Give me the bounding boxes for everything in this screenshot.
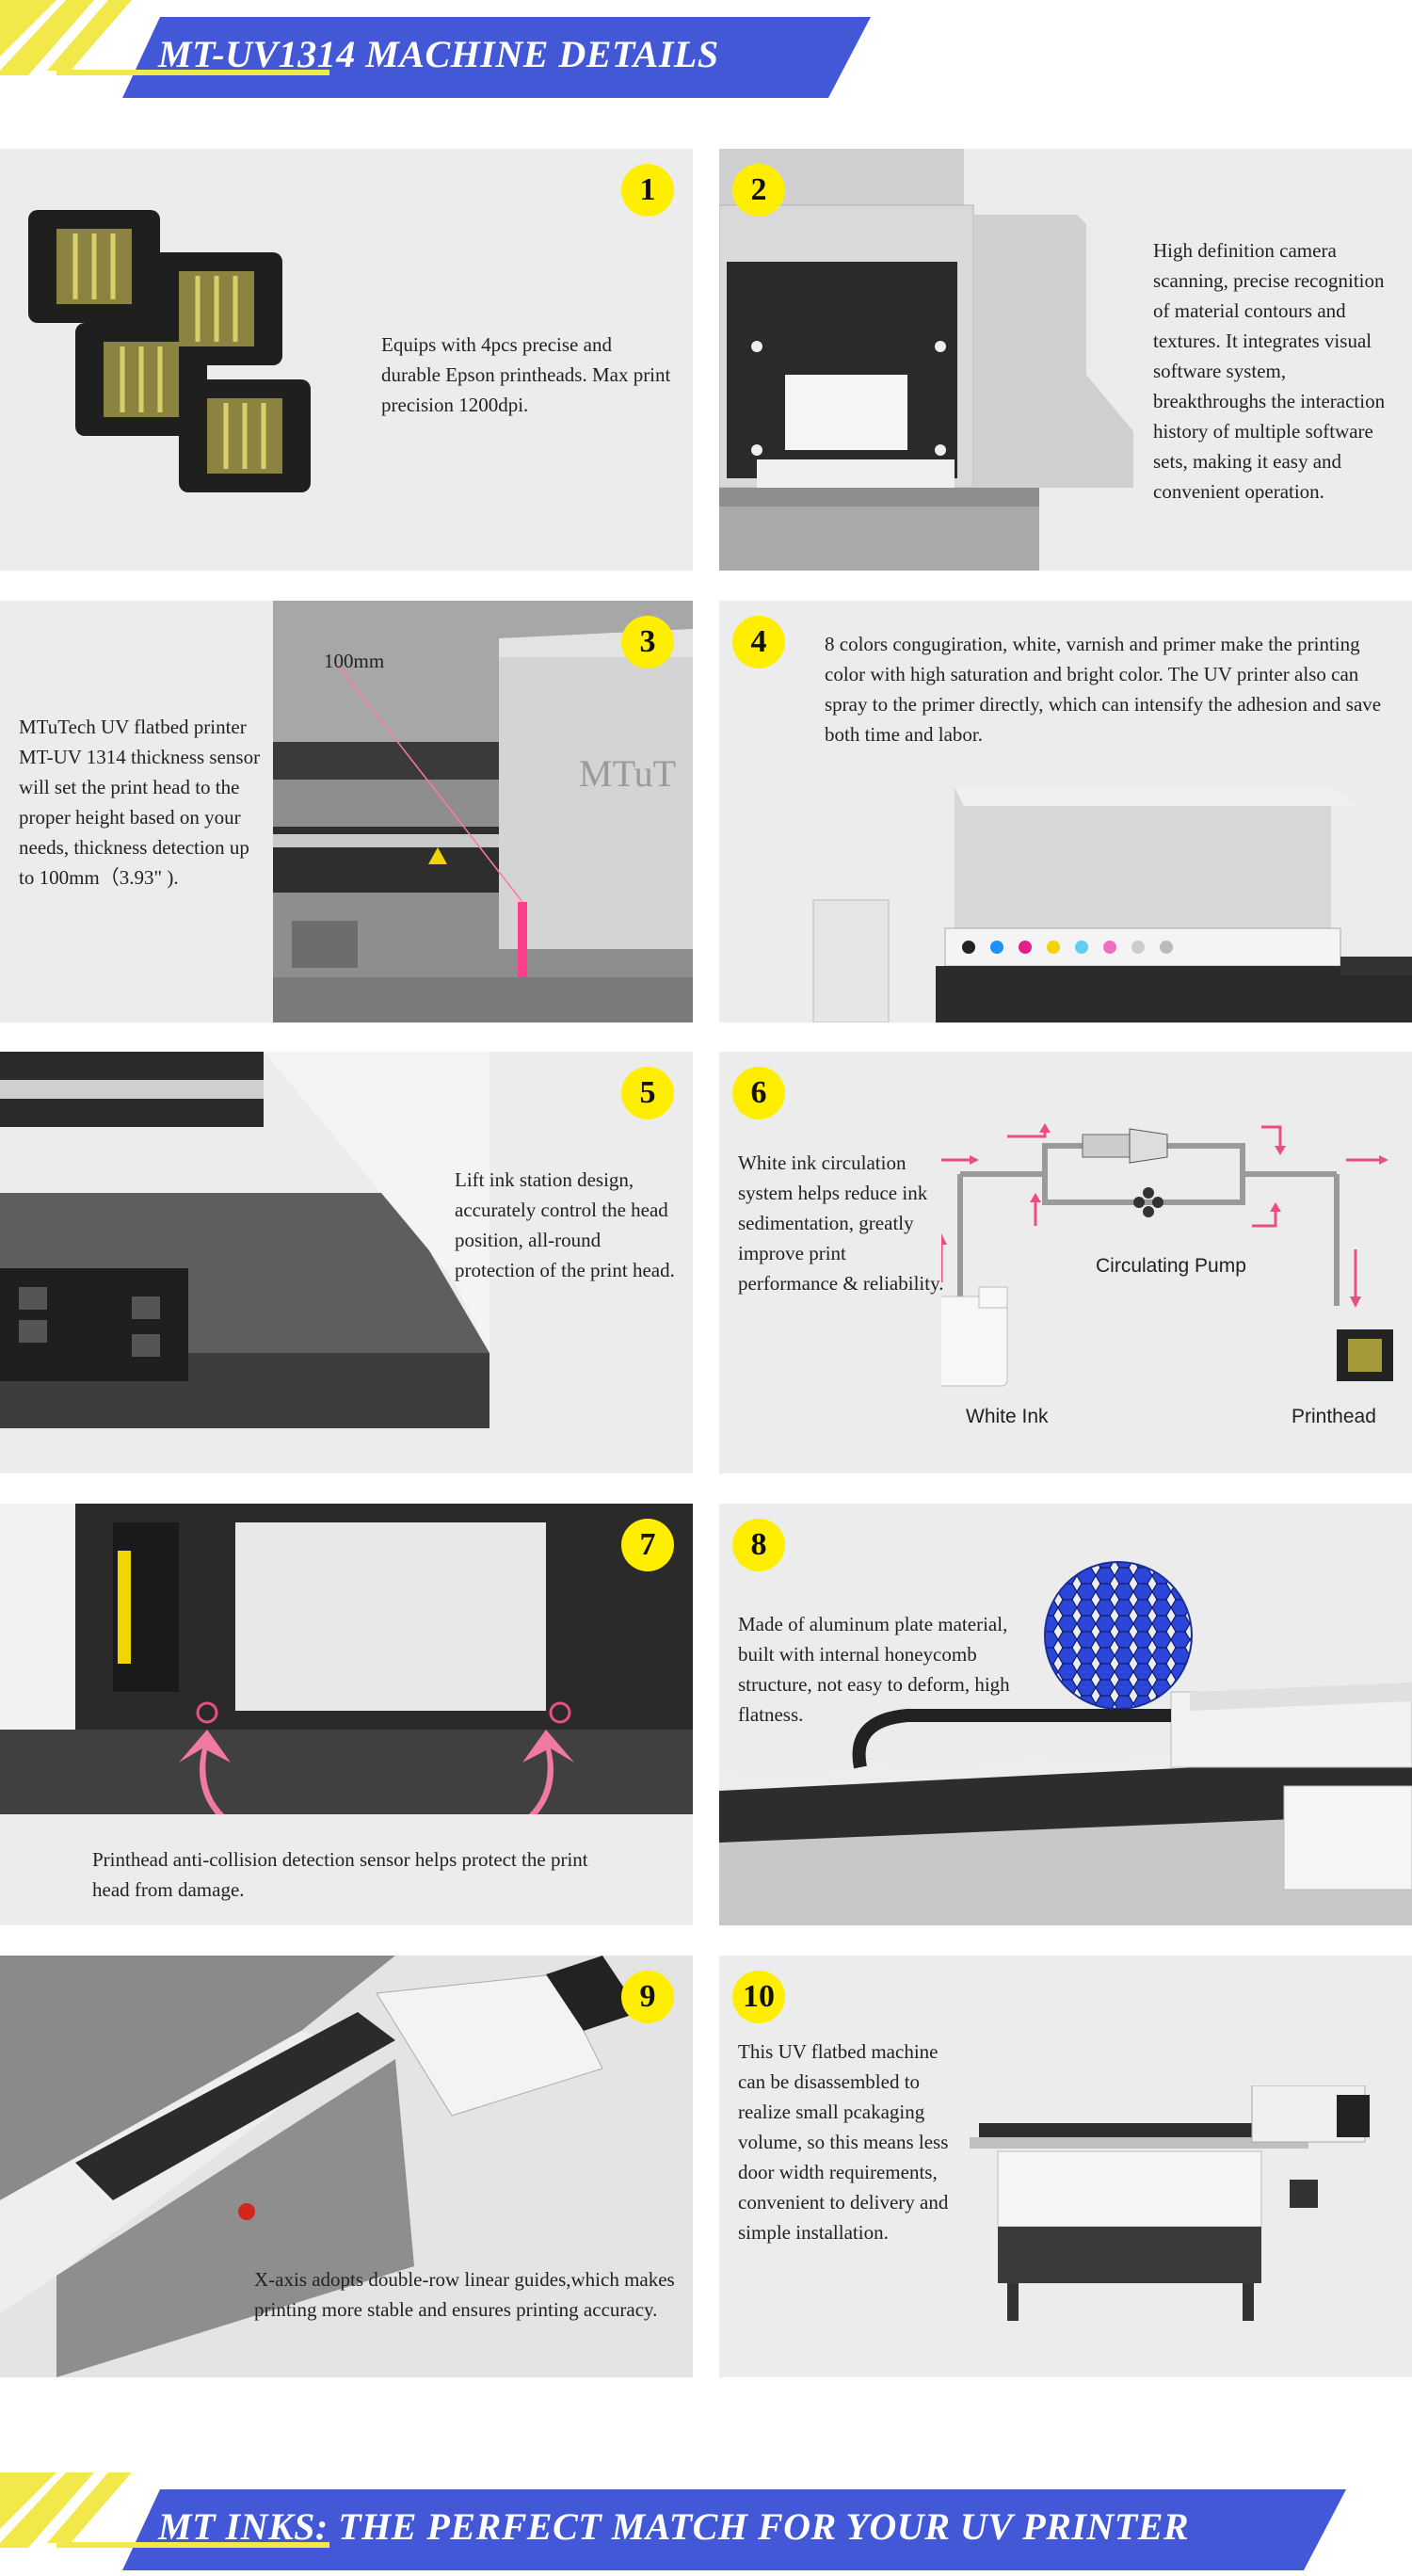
footer-title: MT INKS: THE PERFECT MATCH FOR YOUR UV P…: [158, 2505, 1190, 2548]
panel-10-text: This UV flatbed machine can be disassemb…: [738, 2040, 949, 2244]
white-ink-label: White Ink: [966, 1406, 1049, 1427]
badge-9: 9: [621, 1971, 674, 2023]
panel-8: 8 Made of aluminum plate material, built…: [719, 1504, 1412, 1925]
honeycomb-platform-image: [719, 1561, 1412, 1925]
epson-printheads-image: [28, 210, 311, 492]
thickness-sensor-image: [273, 601, 693, 1022]
badge-1: 1: [621, 164, 674, 217]
footer-banner: MT INKS: THE PERFECT MATCH FOR YOUR UV P…: [0, 2472, 1412, 2576]
panel-4: 4 8 colors congugiration, white, varnish…: [719, 601, 1412, 1022]
panel-10: 10 This UV flatbed machine can be disass…: [719, 1956, 1412, 2377]
badge-6: 6: [732, 1067, 785, 1119]
ink-station-image: [0, 1052, 489, 1428]
panel-7: 7 Printhead anti-collision detection sen…: [0, 1504, 693, 1925]
dimension-label: 100mm: [324, 650, 385, 672]
disassembled-machine-image: [970, 2085, 1370, 2321]
pump-label: Circulating Pump: [1096, 1255, 1246, 1277]
badge-5: 5: [621, 1067, 674, 1119]
machine-logo: MTuT: [579, 752, 677, 795]
badge-10: 10: [732, 1971, 785, 2023]
ink-system-image: [812, 787, 1412, 1022]
header-stripes: [0, 0, 871, 98]
header-title: MT-UV1314 MACHINE DETAILS: [158, 33, 719, 75]
anti-collision-image: [0, 1504, 693, 1814]
panel-6: Circulating Pump White Ink Printhead 6 W…: [719, 1052, 1412, 1473]
panel-9-text: X-axis adopts double-row linear guides,w…: [254, 2268, 675, 2321]
panel-1-text: Equips with 4pcs precise and durable Eps…: [381, 333, 671, 416]
panel-6-text: White ink circulation system helps reduc…: [738, 1151, 944, 1295]
panel-2: 2 High definition camera scanning, preci…: [719, 149, 1412, 571]
panel-3: 100mm MTuT 3 MTuTech UV flatbed printer …: [0, 601, 693, 1022]
badge-3: 3: [621, 616, 674, 668]
panel-8-text: Made of aluminum plate material, built w…: [738, 1613, 1010, 1726]
header-banner: MT-UV1314 MACHINE DETAILS: [0, 0, 1412, 104]
panel-5-text: Lift ink station design, accurately cont…: [455, 1168, 675, 1281]
badge-4: 4: [732, 616, 785, 668]
panel-5: 5 Lift ink station design, accurately co…: [0, 1052, 693, 1473]
panel-7-text: Printhead anti-collision detection senso…: [92, 1848, 588, 1901]
printhead-label: Printhead: [1292, 1406, 1376, 1427]
badge-8: 8: [732, 1519, 785, 1571]
panel-1: 1 Equips with 4pcs precise and durable E…: [0, 149, 693, 571]
badge-7: 7: [621, 1519, 674, 1571]
camera-printer-image: [719, 149, 1133, 571]
panel-4-text: 8 colors congugiration, white, varnish a…: [825, 633, 1382, 746]
circulation-diagram: [941, 1123, 1393, 1387]
panel-3-text: MTuTech UV flatbed printer MT-UV 1314 th…: [19, 716, 261, 889]
badge-2: 2: [732, 164, 785, 217]
panel-9: 9 X-axis adopts double-row linear guides…: [0, 1956, 693, 2377]
linear-guides-image: [0, 1956, 693, 2377]
footer-stripes: [0, 2472, 1346, 2570]
panel-2-text: High definition camera scanning, precise…: [1153, 239, 1386, 503]
